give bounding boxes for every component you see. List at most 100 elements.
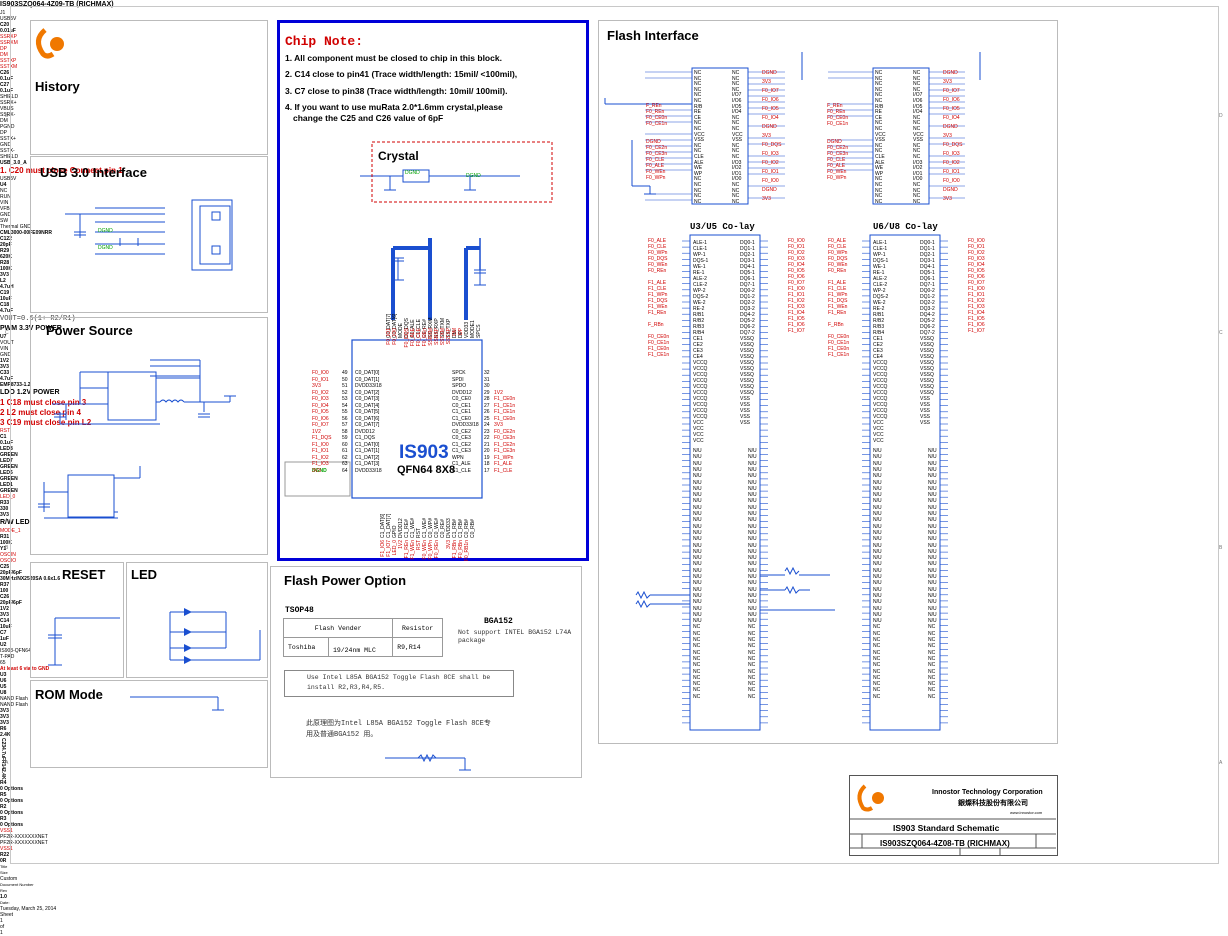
bga-left-pin: WE-1	[873, 264, 886, 270]
tsop-left-pin: NC	[875, 98, 883, 104]
led-ref-1: LED7	[0, 458, 13, 464]
bga-right-nc: N/U	[928, 555, 937, 562]
bga-left-net: F1_ALE	[828, 280, 847, 286]
bga-right-nc: N/U	[748, 492, 757, 499]
tsop-left-net: F0_CE0n	[646, 115, 668, 121]
tsop-left-net: F0_WEn	[646, 169, 666, 175]
tsop-left-pin: NC	[694, 193, 702, 200]
bga-right-net: F0_IO3	[968, 256, 985, 262]
tsop-right-pin: NC	[913, 182, 921, 188]
bga-left-net: F0_CE0n	[828, 334, 850, 340]
tsop-right-pin: I/O1	[732, 170, 742, 177]
bga-right-pin: VSS	[740, 396, 751, 402]
flash-nand-label-2: NAND Flash	[0, 702, 28, 708]
bga-left-pin: VCCQ	[873, 384, 888, 390]
table-head-resistor: Resistor	[392, 618, 443, 638]
bga-right-nc: NC	[748, 668, 756, 675]
power-c122: C122	[0, 236, 12, 242]
bga-left-pin: CLE-1	[693, 246, 708, 252]
tsop-left-pin: NC	[875, 182, 883, 188]
chip-right-pin: C0_CE0	[452, 396, 471, 402]
bga-right-pin: DQ1-2	[740, 294, 755, 300]
bga-left-net: F0_REn	[648, 268, 667, 274]
bga-left-pin: RE-2	[873, 306, 885, 312]
bga-right-net: F0_IO1	[788, 244, 805, 250]
flash-v33-2: 3V3	[0, 714, 9, 720]
bga-left-nc: N/U	[693, 561, 702, 568]
tsop-right-pin: VCC	[913, 131, 924, 138]
bga-left-pin: CLE-2	[693, 282, 708, 288]
tsop-left-pin: NC	[875, 81, 883, 88]
bga-right-pin: DQ4-2	[920, 312, 935, 318]
bga-left-nc: N/U	[693, 611, 702, 618]
tsop-right-pin: NC	[913, 142, 921, 149]
bga-right-nc: N/U	[748, 454, 757, 461]
bga-right-nc: N/U	[928, 567, 937, 574]
chip-right-pin: C0_CE3	[452, 435, 471, 441]
bga-left-nc: N/U	[873, 618, 882, 625]
chip-left-pin: C1_DAT[2]	[355, 454, 380, 461]
chip-note-title: Chip Note:	[285, 34, 364, 49]
bga-left-net: F1_CLE	[828, 286, 847, 292]
chip-right-num: 26	[484, 409, 490, 415]
bga-right-nc: N/U	[748, 479, 757, 486]
chip-left-net: 1V2	[312, 428, 321, 435]
bga-left-nc: N/U	[693, 567, 702, 574]
power-r28: R28	[0, 260, 10, 266]
tsop-left-net: DGND	[827, 139, 842, 145]
ruler-f: C	[1219, 330, 1223, 336]
chip-right-net: 1V2	[494, 389, 503, 396]
chip-pkg: QFN64 8X8	[397, 464, 456, 476]
bga-left-pin: RE-1	[693, 270, 705, 276]
usb-pin-9: SSTX-	[0, 148, 15, 154]
chip-left-num: 58	[342, 428, 348, 435]
chip-left-pin: C1_DAT[3]	[355, 461, 380, 467]
usb-net-6: DGND	[98, 245, 113, 251]
tsop-left-pin: ALE	[875, 159, 885, 166]
bga-left-nc: N/U	[873, 561, 882, 568]
tsop-right-net: F0_IO7	[762, 88, 779, 94]
bga-left-pin: R/B2	[693, 318, 705, 324]
tsop-right-pin: NC	[732, 193, 740, 200]
power-v33-ldo: 3V3	[0, 364, 9, 370]
tsop-left-net: F0_CLE	[827, 157, 846, 163]
usb-section	[30, 156, 268, 313]
bga-right-pin: DQ2-2	[920, 300, 935, 306]
usb-conn-ref: J1	[0, 10, 6, 16]
power-r29: R29	[0, 248, 10, 254]
bga-right-pin: VSSQ	[920, 372, 934, 378]
bga-left-pin: VCC	[873, 432, 884, 438]
tsop-right-net: F0_IO0	[762, 178, 779, 184]
tsop-right-pin: I/O1	[913, 170, 923, 177]
tsop-left-pin: NC	[875, 142, 883, 149]
chip-right-net: F0_CE3n	[494, 435, 516, 441]
chip-left-net: F0_IO1	[312, 376, 329, 383]
bga-right-pin: VSS	[740, 408, 751, 414]
bga-left-pin: CE1	[873, 336, 883, 342]
chip-left-num: 49	[342, 370, 348, 376]
usb-pin-2: VBUS	[0, 106, 14, 112]
chip-right-num: 29	[484, 389, 490, 396]
title-company-cn: 銀燦科技股份有限公司	[958, 800, 1028, 807]
chip-right-num: 31	[484, 376, 490, 383]
bga-left-net: F1_CE1n	[648, 352, 670, 358]
bga-left-pin: CE3	[873, 348, 883, 354]
bga-right-pin: DQ6-2	[740, 324, 755, 330]
power-u4-pin-4: GND	[0, 212, 12, 218]
tsop-left-pin: CE	[875, 114, 882, 121]
bga-right-nc: N/U	[748, 567, 757, 574]
bga-left-net: F0_ALE	[828, 238, 847, 244]
chip-right-pin: C1_CE3	[452, 448, 471, 454]
tsop-right-net: DGND	[943, 124, 958, 130]
chip-right-pin: C1_CE2	[452, 441, 471, 448]
led-res-val: 330	[0, 506, 9, 512]
chip-left-net: F1_DQS	[312, 435, 332, 441]
bga-right-pin: VSSQ	[740, 342, 754, 348]
bga-right-pin: VSSQ	[920, 336, 934, 342]
bga-right-pin: VSSQ	[740, 372, 754, 378]
bga-left-nc: N/U	[873, 599, 882, 606]
tsop-left-net: F0_WEn	[827, 169, 847, 175]
tsop-left-pin: NC	[694, 148, 702, 155]
bga-right-pin: VSSQ	[740, 384, 754, 390]
power-note-0: 1 C18 must close pin 3	[0, 398, 87, 407]
